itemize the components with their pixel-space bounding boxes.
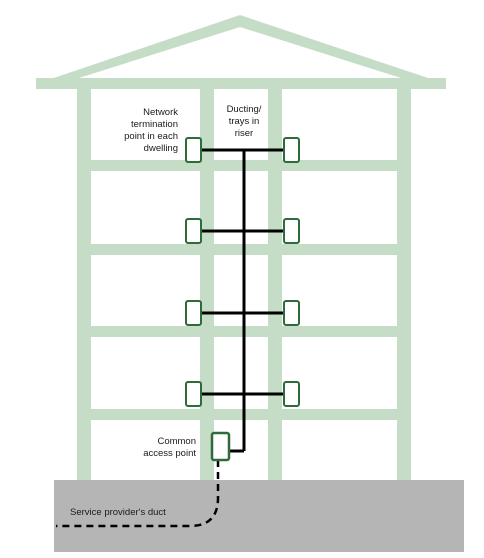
- riser-label-line-1: Ducting/: [227, 104, 262, 115]
- termination-label-line-1: Network: [143, 107, 178, 118]
- termination-label-line-3: point in each: [124, 131, 178, 142]
- termination-outlet-left-3: [185, 300, 202, 326]
- termination-outlet-right-3: [283, 300, 300, 326]
- riser-label: Ducting/ trays in riser: [227, 104, 262, 139]
- left-outlets: [185, 137, 202, 407]
- roof: [36, 15, 446, 89]
- termination-outlet-left-1: [185, 137, 202, 163]
- termination-outlet-left-2: [185, 218, 202, 244]
- common-access-point-box: [210, 431, 231, 462]
- ground-area: [54, 480, 464, 552]
- access-point-label: Common access point: [143, 436, 196, 459]
- riser-label-line-3: riser: [235, 128, 253, 139]
- termination-outlet-right-1: [283, 137, 300, 163]
- termination-outlet-right-2: [283, 218, 300, 244]
- termination-label-line-2: termination: [131, 119, 178, 130]
- termination-label: Network termination point in each dwelli…: [124, 107, 178, 154]
- service-duct-label: Service provider's duct: [70, 507, 166, 518]
- riser-label-line-2: trays in: [229, 116, 260, 127]
- access-label-line-1: Common: [157, 436, 196, 447]
- access-label-line-2: access point: [143, 448, 196, 459]
- walls: [77, 84, 411, 480]
- service-duct-line: [56, 460, 220, 528]
- termination-label-line-4: dwelling: [144, 143, 178, 154]
- termination-outlet-left-4: [185, 381, 202, 407]
- floor-cables: [200, 148, 290, 453]
- termination-outlet-right-4: [283, 381, 300, 407]
- right-outlets: [283, 137, 300, 407]
